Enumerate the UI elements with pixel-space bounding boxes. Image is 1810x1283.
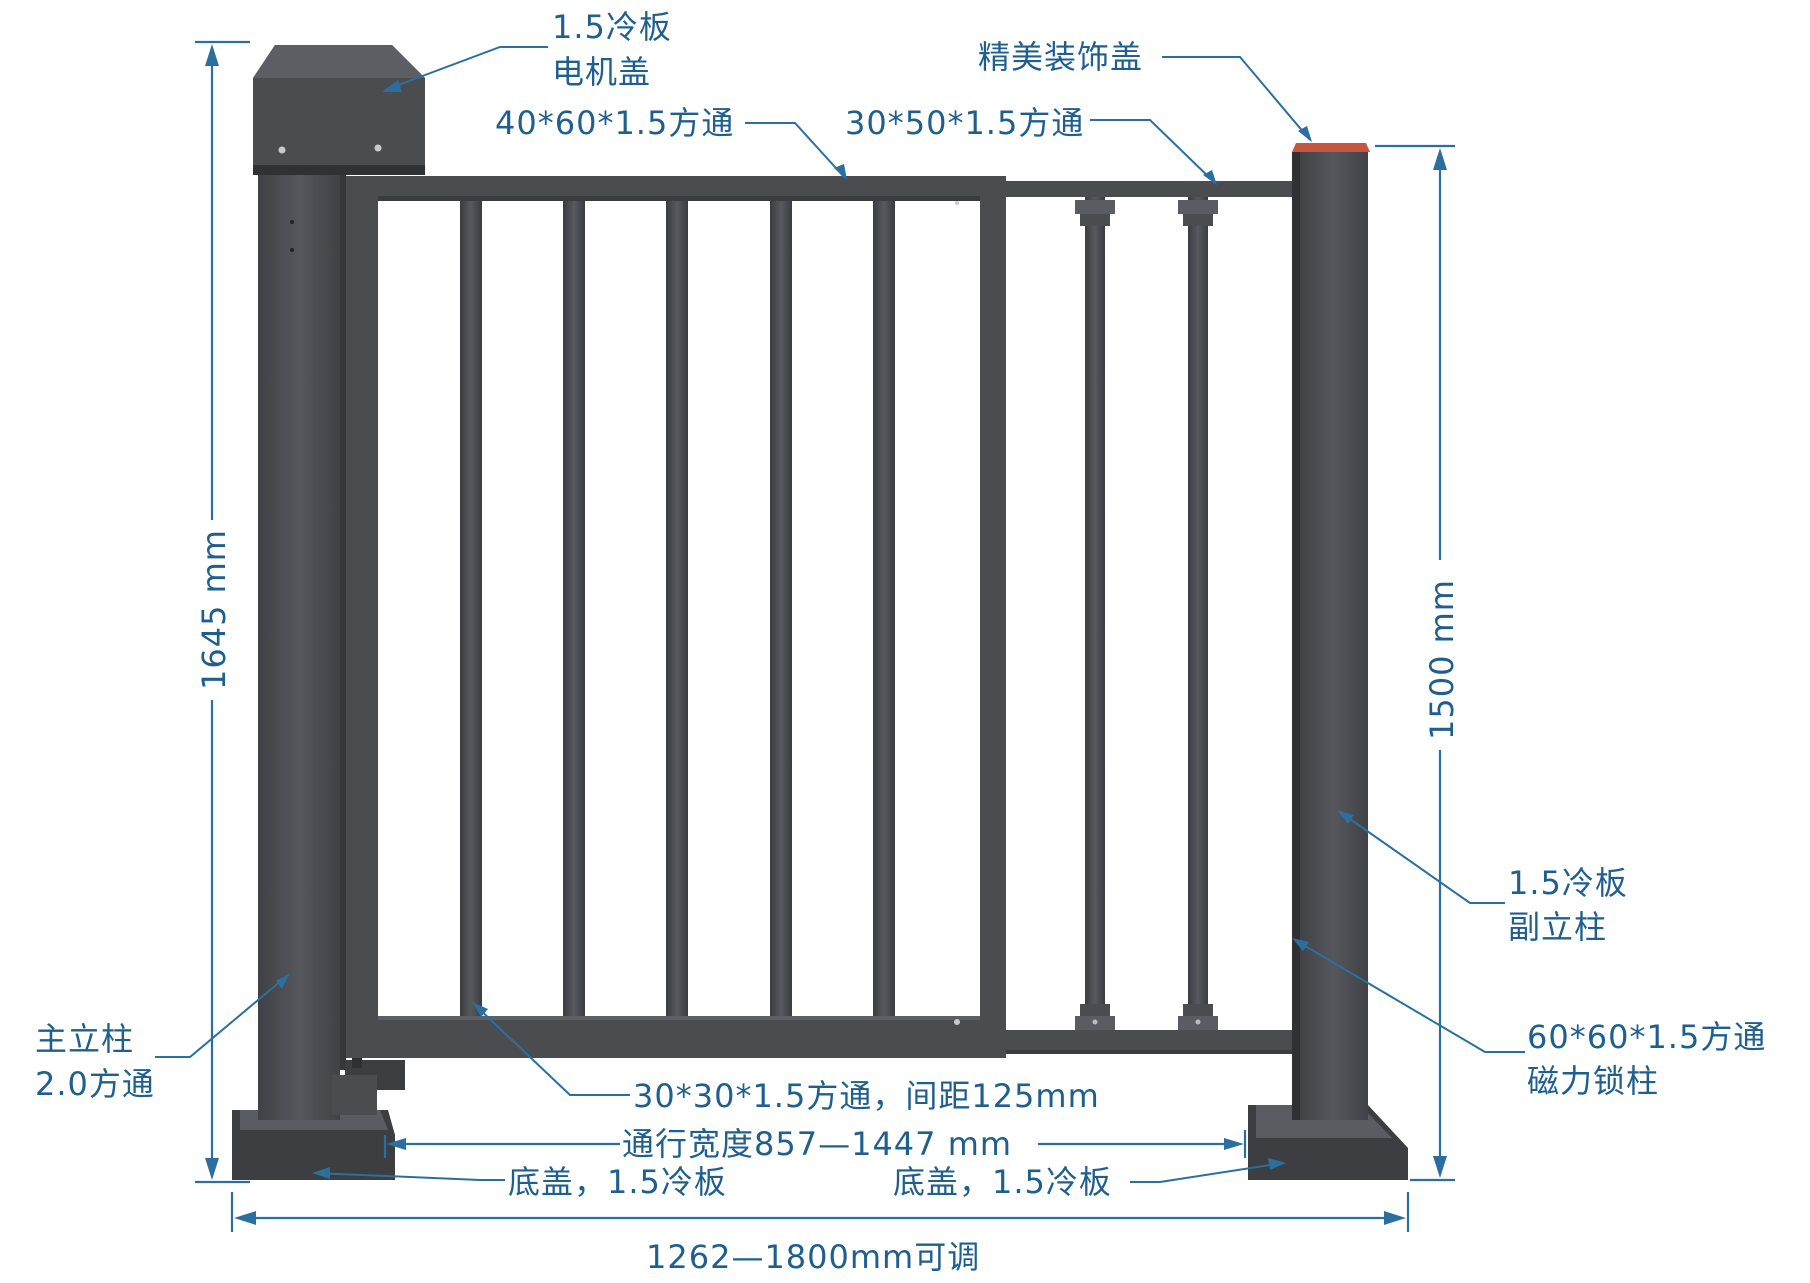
gate-leaf xyxy=(346,176,1301,1058)
label-top-rail-main: 40*60*1.5方通 xyxy=(495,104,734,142)
label-main-post-line2: 2.0方通 xyxy=(35,1065,155,1103)
label-base-cover-left: 底盖，1.5冷板 xyxy=(508,1163,727,1201)
dim-pass-width: 通行宽度857—1447 mm xyxy=(622,1125,1012,1163)
dim-height-sub: 1500 mm xyxy=(1423,579,1461,740)
vertical-bar xyxy=(666,201,688,1016)
bottom-rail-extension xyxy=(1006,1030,1301,1050)
dim-height-main: 1645 mm xyxy=(195,529,233,690)
main-post xyxy=(232,45,425,1180)
annotations: 1.5冷板 电机盖 40*60*1.5方通 30*50*1.5方通 精美装饰盖 … xyxy=(35,8,1766,1276)
label-sub-post-line2: 副立柱 xyxy=(1508,908,1607,946)
decorative-cap xyxy=(1292,143,1370,152)
leader-lines xyxy=(155,46,1525,1183)
top-rail-main xyxy=(346,176,1006,196)
label-lock-post-line1: 60*60*1.5方通 xyxy=(1527,1018,1766,1056)
sub-post xyxy=(1248,143,1408,1180)
sub-post-body xyxy=(1298,152,1368,1120)
bottom-rail xyxy=(346,1016,1006,1058)
gate-stile-left xyxy=(346,176,378,1058)
vertical-bar xyxy=(460,201,482,1016)
label-motor-cover-line1: 1.5冷板 xyxy=(552,8,672,46)
extension-bar xyxy=(1188,197,1208,1030)
label-motor-cover-line2: 电机盖 xyxy=(552,53,651,91)
label-base-cover-right: 底盖，1.5冷板 xyxy=(893,1163,1112,1201)
vertical-bar xyxy=(873,201,895,1016)
dimension-lines xyxy=(195,40,1455,1232)
vertical-bar xyxy=(563,201,585,1016)
label-lock-post-line2: 磁力锁柱 xyxy=(1527,1062,1659,1100)
extension-bar xyxy=(1085,197,1105,1030)
label-main-post-line1: 主立柱 xyxy=(35,1020,134,1058)
label-bars: 30*30*1.5方通，间距125mm xyxy=(633,1077,1100,1115)
main-post-body xyxy=(258,165,340,1120)
label-decorative-cap: 精美装饰盖 xyxy=(978,38,1143,76)
dim-total-width: 1262—1800mm可调 xyxy=(646,1238,980,1276)
top-rail-extension xyxy=(1006,181,1301,197)
label-top-rail-extension: 30*50*1.5方通 xyxy=(845,104,1084,142)
vertical-bar xyxy=(770,201,792,1016)
gate-stile-right xyxy=(980,176,1006,1058)
label-sub-post-line1: 1.5冷板 xyxy=(1508,864,1628,902)
